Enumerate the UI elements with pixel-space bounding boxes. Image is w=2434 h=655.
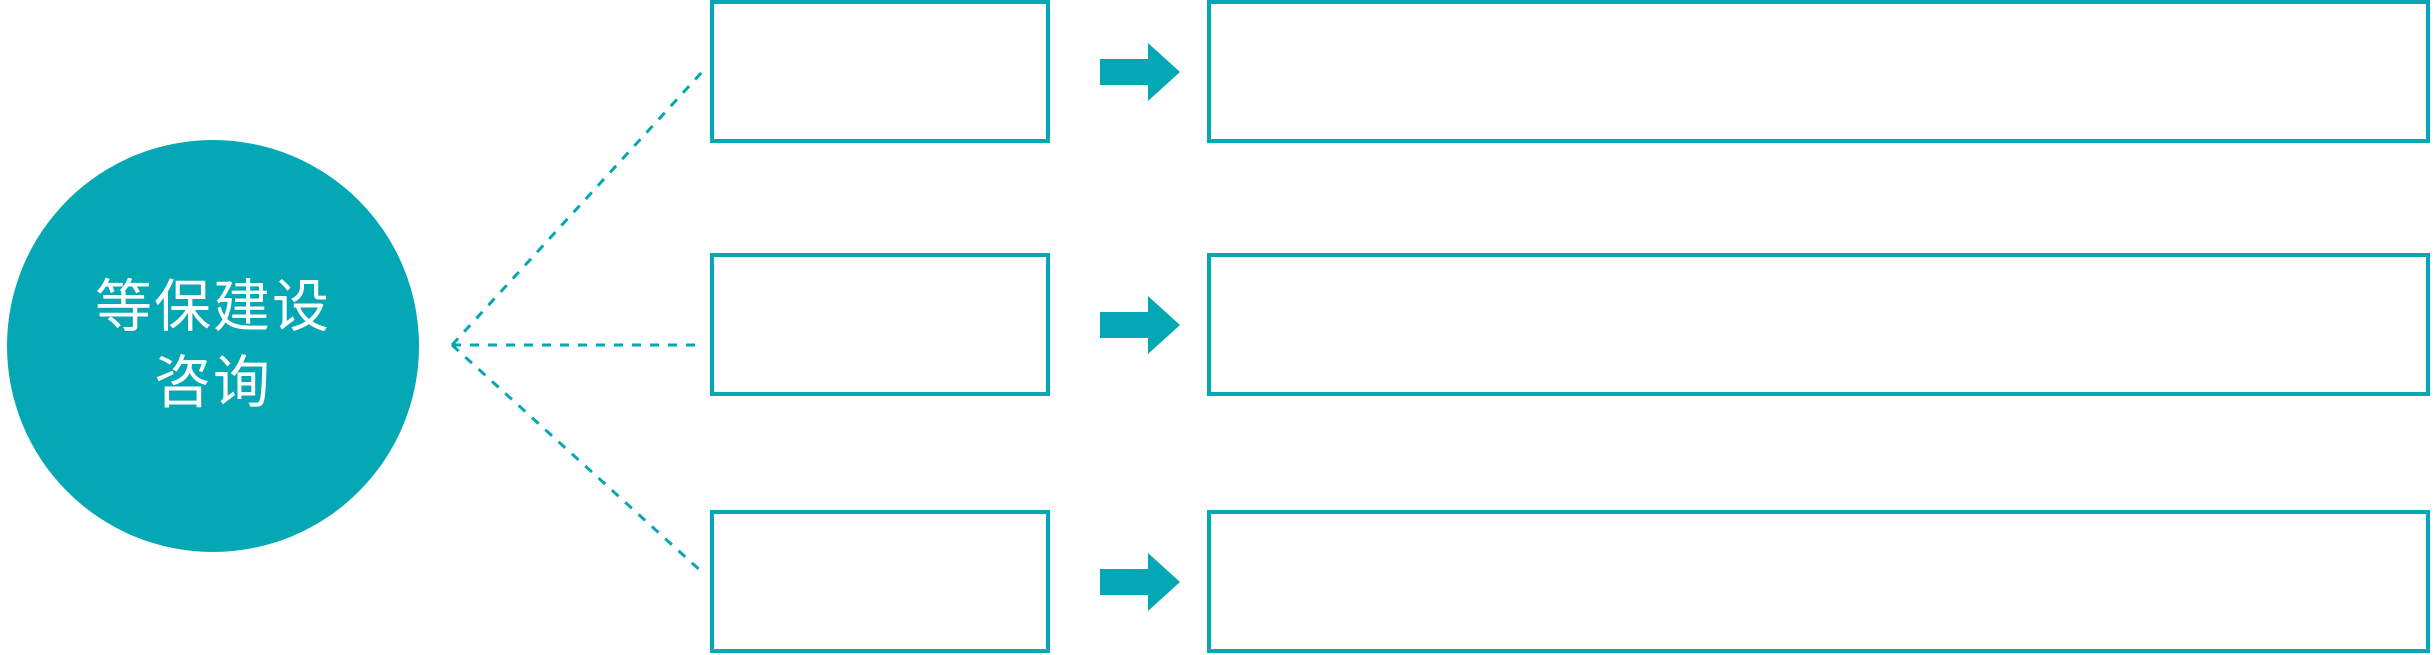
flow-row-1 (0, 0, 2434, 143)
detail-box-3[interactable] (1207, 510, 2430, 653)
arrow-right-icon (1100, 296, 1180, 354)
flow-row-2 (0, 253, 2434, 396)
stage-box-2[interactable] (710, 253, 1050, 396)
detail-box-1[interactable] (1207, 0, 2430, 143)
arrow-right-icon (1100, 43, 1180, 101)
hub-label-line-2: 咨询 (154, 351, 272, 415)
stage-box-1[interactable] (710, 0, 1050, 143)
detail-box-2[interactable] (1207, 253, 2430, 396)
stage-box-3[interactable] (710, 510, 1050, 653)
hub-circle[interactable]: 等保建设 咨询 (7, 140, 419, 552)
hub-label-line-1: 等保建设 (95, 275, 331, 340)
arrow-right-icon (1100, 553, 1180, 611)
flow-row-3 (0, 510, 2434, 653)
